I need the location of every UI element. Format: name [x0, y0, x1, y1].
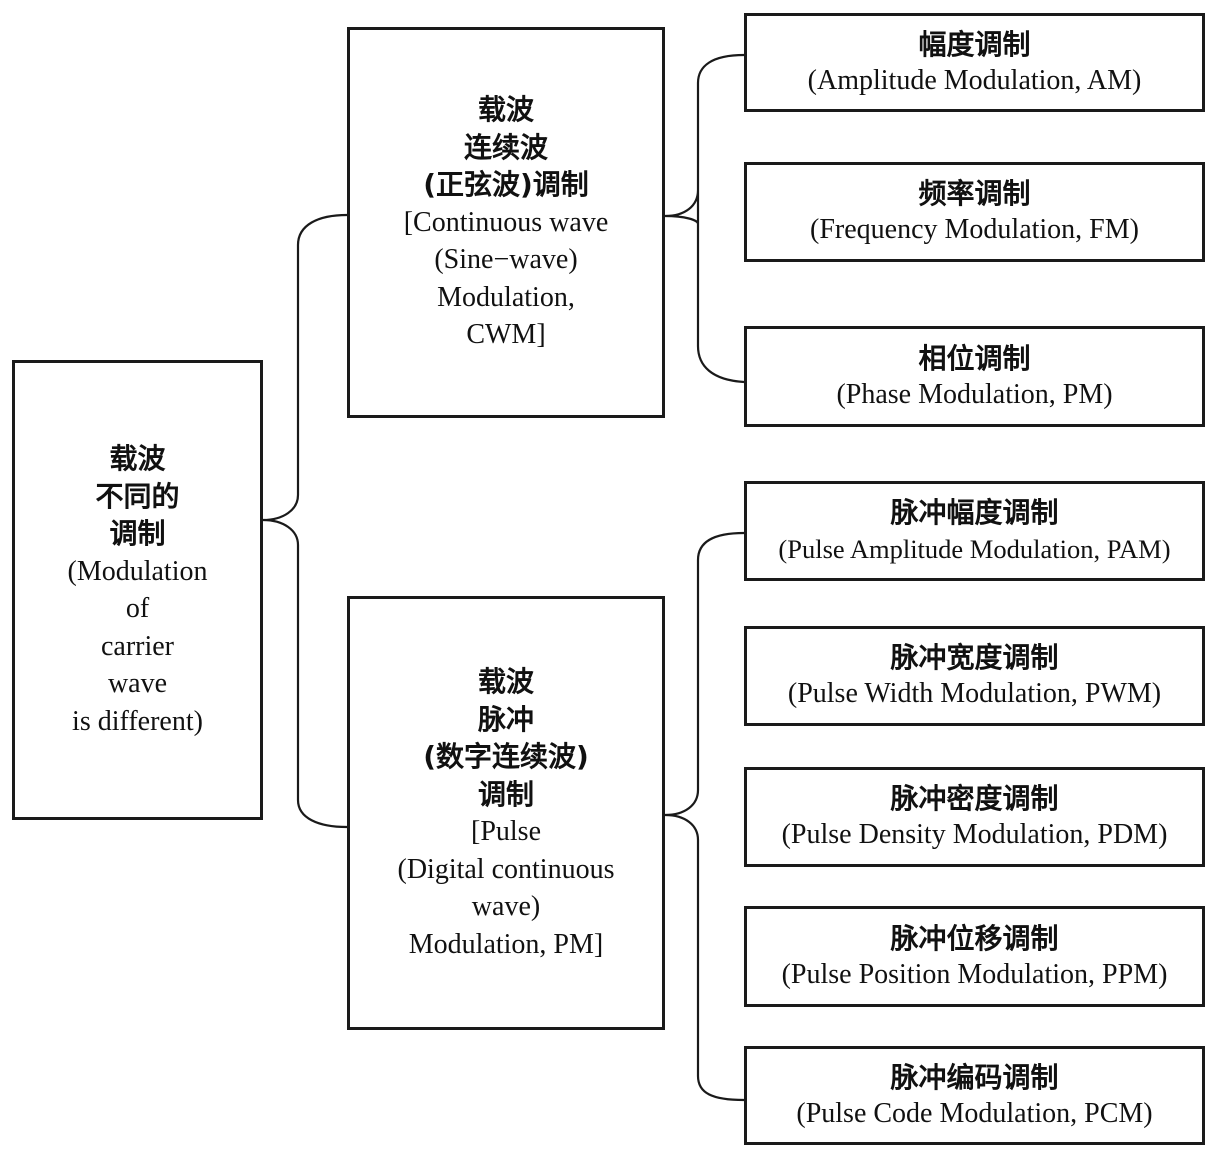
- root-node-carrier-modulation: 载波 不同的 调制 (Modulation of carrier wave is…: [12, 360, 263, 820]
- leaf-en-label: (Pulse Position Modulation, PPM): [781, 958, 1168, 990]
- leaf-zh-label: 相位调制: [918, 341, 1031, 375]
- root-line: 调制: [109, 517, 166, 550]
- leaf-en-label: (Pulse Density Modulation, PDM): [781, 819, 1168, 850]
- root-bracket: [262, 213, 348, 829]
- pulse-width-modulation-node: 脉冲宽度调制 (Pulse Width Modulation, PWM): [744, 626, 1205, 726]
- pulse-line: (Digital continuous: [397, 853, 615, 885]
- cw-line: Modulation,: [437, 281, 575, 313]
- leaf-en-label: (Pulse Width Modulation, PWM): [787, 678, 1162, 709]
- root-line: is different): [72, 705, 203, 737]
- cw-line: (Sine−wave): [434, 244, 578, 276]
- pulse-line: 载波: [477, 665, 534, 698]
- pulse-density-modulation-node: 脉冲密度调制 (Pulse Density Modulation, PDM): [744, 767, 1205, 867]
- pulse-code-modulation-node: 脉冲编码调制 (Pulse Code Modulation, PCM): [744, 1046, 1205, 1145]
- leaf-en-label: (Frequency Modulation, FM): [810, 214, 1139, 245]
- root-line: (Modulation: [67, 555, 208, 587]
- pulse-bracket: [664, 531, 745, 1102]
- cw-line: [Continuous wave: [403, 206, 609, 238]
- cw-line: 连续波: [463, 130, 548, 164]
- root-line: 载波: [109, 442, 166, 475]
- root-line: carrier: [100, 630, 175, 662]
- pulse-position-modulation-node: 脉冲位移调制 (Pulse Position Modulation, PPM): [744, 906, 1205, 1007]
- leaf-zh-label: 频率调制: [918, 177, 1031, 210]
- pulse-line: 脉冲: [477, 702, 534, 736]
- root-line: of: [125, 593, 150, 624]
- pulse-line: Modulation, PM]: [408, 928, 604, 960]
- leaf-zh-label: 脉冲位移调制: [890, 921, 1059, 955]
- continuous-wave-modulation-node: 载波 连续波 (正弦波)调制 [Continuous wave (Sine−wa…: [347, 27, 665, 418]
- leaf-en-label: (Amplitude Modulation, AM): [807, 64, 1142, 96]
- root-line: 不同的: [95, 479, 180, 513]
- frequency-modulation-node: 频率调制 (Frequency Modulation, FM): [744, 162, 1205, 262]
- leaf-en-label: (Pulse Code Modulation, PCM): [796, 1097, 1153, 1129]
- amplitude-modulation-node: 幅度调制 (Amplitude Modulation, AM): [744, 13, 1205, 112]
- phase-modulation-node: 相位调制 (Phase Modulation, PM): [744, 326, 1205, 427]
- pulse-line: (数字连续波): [423, 740, 589, 773]
- root-line: wave: [107, 668, 168, 699]
- cw-bracket: [664, 53, 745, 384]
- leaf-zh-label: 脉冲编码调制: [890, 1060, 1059, 1094]
- cw-line: 载波: [477, 93, 534, 127]
- cw-line: CWM]: [466, 319, 546, 351]
- pulse-line: 调制: [477, 777, 534, 811]
- leaf-zh-label: 幅度调制: [918, 27, 1031, 61]
- leaf-zh-label: 脉冲宽度调制: [890, 641, 1059, 674]
- pulse-modulation-node: 载波 脉冲 (数字连续波) 调制 [Pulse (Digital continu…: [347, 596, 665, 1030]
- pulse-line: wave): [471, 891, 541, 922]
- cw-line: (正弦波)调制: [423, 168, 589, 202]
- leaf-en-label: (Pulse Amplitude Modulation, PAM): [778, 534, 1171, 564]
- pulse-line: [Pulse: [471, 816, 541, 847]
- leaf-en-label: (Phase Modulation, PM): [836, 378, 1113, 410]
- leaf-zh-label: 脉冲密度调制: [890, 782, 1059, 815]
- leaf-zh-label: 脉冲幅度调制: [890, 496, 1059, 529]
- pulse-amplitude-modulation-node: 脉冲幅度调制 (Pulse Amplitude Modulation, PAM): [744, 481, 1205, 581]
